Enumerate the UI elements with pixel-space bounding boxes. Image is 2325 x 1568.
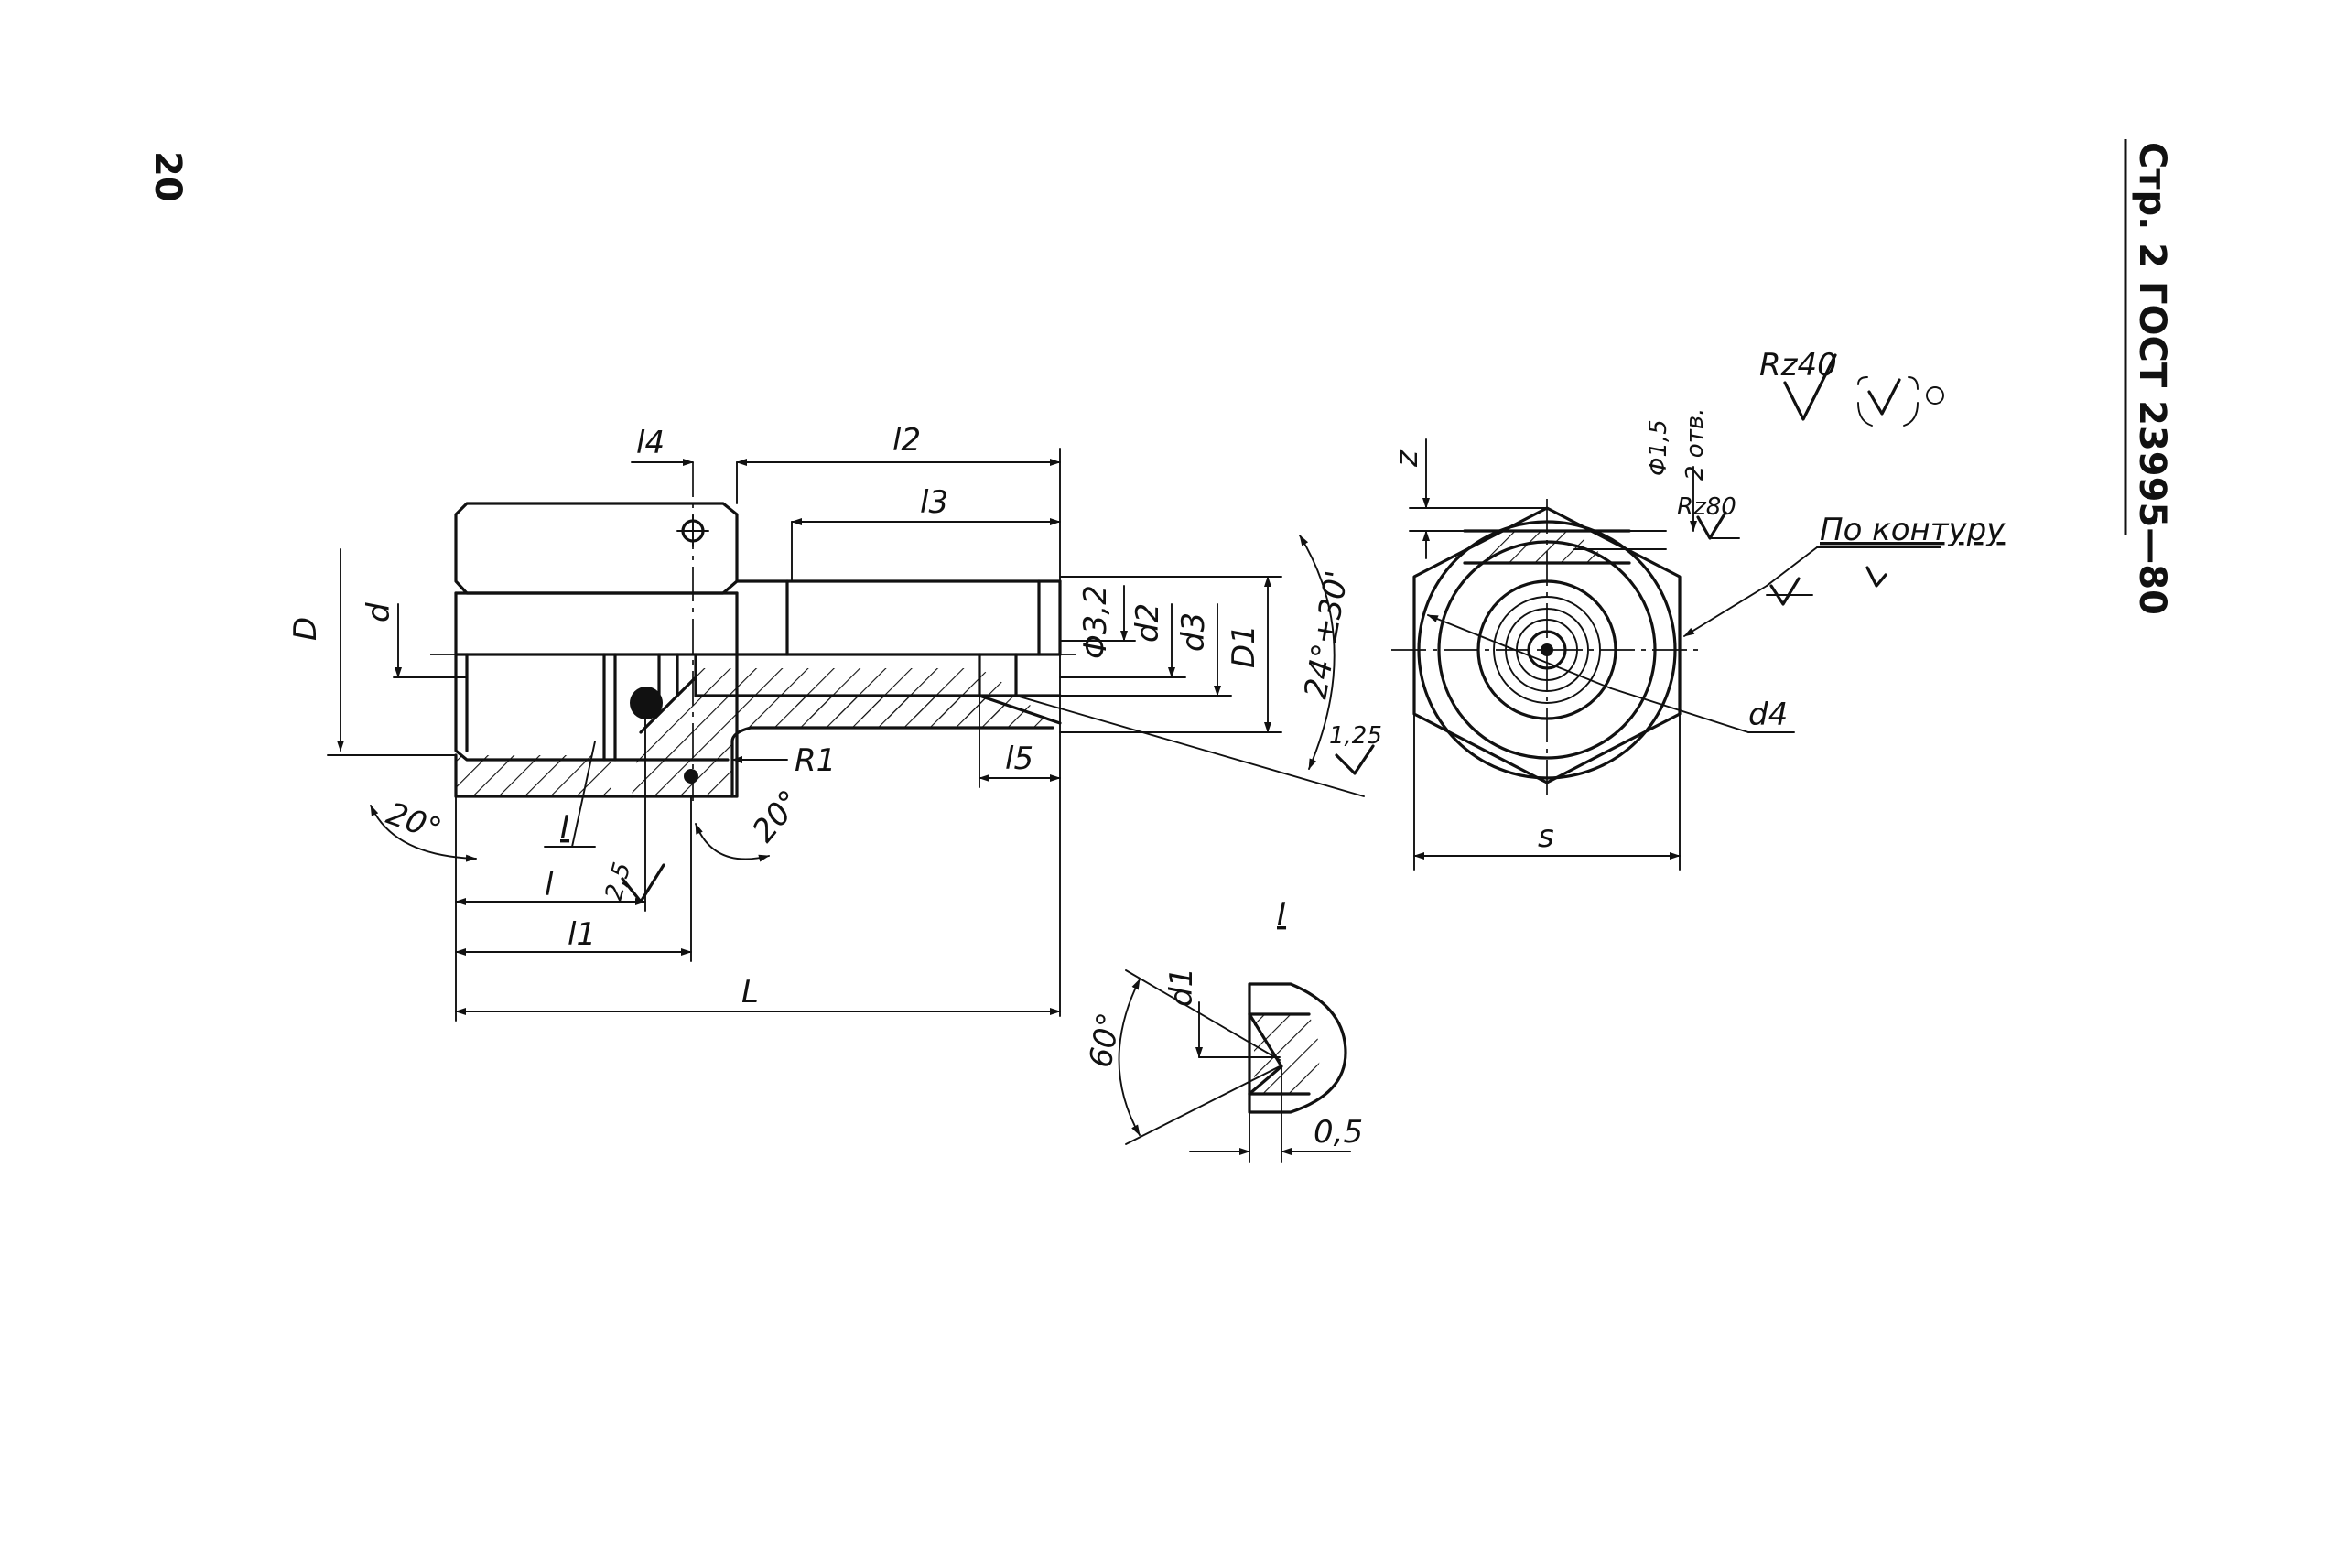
dim-R1-label: R1 — [795, 742, 836, 779]
dim-d2-label: d2 — [1130, 603, 1166, 643]
hatch-tip — [796, 696, 1016, 719]
dim-D-label: D — [287, 617, 324, 641]
hatch-nut-lower — [456, 755, 611, 796]
end-phi15-label: Φ1,5 — [1645, 419, 1672, 476]
dim-l2-label: l2 — [892, 422, 921, 459]
end-rz80-label: Rz80 — [1677, 493, 1736, 521]
standard-header: Стр. 2 ГОСТ 23995—80 — [2124, 139, 2173, 615]
dim-angle24-label: 24°±30' — [1297, 568, 1356, 701]
hatch-hex-top — [1465, 531, 1611, 563]
detail-05-label: 0,5 — [1314, 1114, 1363, 1151]
detail-d1-label: d1 — [1163, 968, 1200, 1007]
page-number: 20 — [146, 151, 189, 202]
dim-phi32-label: Φ3,2 — [1077, 585, 1114, 659]
end-s-label: s — [1538, 818, 1554, 855]
dim-l3-label: l3 — [920, 484, 948, 521]
vent-hole-ball-icon — [630, 687, 663, 719]
po-konturu-label: По контуру — [1820, 512, 2006, 548]
dim-r125-label: 1,25 — [1329, 722, 1382, 750]
vent-hole-bottom-icon — [684, 769, 698, 784]
end-view: z Φ1,5 2 отв. Rz80 По контуру d4 s — [1389, 408, 2006, 871]
end-z-label: z — [1389, 449, 1425, 468]
dim-l-label: l — [545, 867, 554, 903]
dim-l1-label: l1 — [568, 916, 596, 953]
dim-angle20-left-label: 20° — [382, 795, 446, 849]
surface-finish-general: Rz40 — [1759, 347, 1944, 427]
section-I-label: I — [560, 809, 569, 846]
end-d4-label: d4 — [1748, 697, 1788, 733]
detail-I-view: I d1 60° 0,5 — [1082, 896, 1363, 1163]
dim-d-label: d — [361, 602, 397, 622]
dim-l4-label: l4 — [636, 425, 665, 461]
dim-L-label: L — [741, 974, 759, 1011]
dim-d3-label: d3 — [1175, 612, 1212, 652]
detail-angle60-label: 60° — [1082, 1010, 1128, 1070]
main-section-view: D d l4 l2 l3 Φ3,2 d2 d3 D1 24°±30' 1,25 … — [287, 422, 1382, 1022]
finish-circle-icon — [1926, 386, 1944, 405]
dim-D1-label: D1 — [1226, 624, 1262, 668]
header-label: Стр. 2 ГОСТ 23995—80 — [2131, 142, 2173, 615]
dim-l5-label: l5 — [1005, 741, 1033, 777]
dim-r25-label: 2,5 — [600, 860, 637, 903]
dim-angle20-right-label: 20° — [745, 784, 808, 849]
detail-I-title: I — [1277, 896, 1286, 933]
end-holes-label: 2 отв. — [1682, 408, 1709, 481]
